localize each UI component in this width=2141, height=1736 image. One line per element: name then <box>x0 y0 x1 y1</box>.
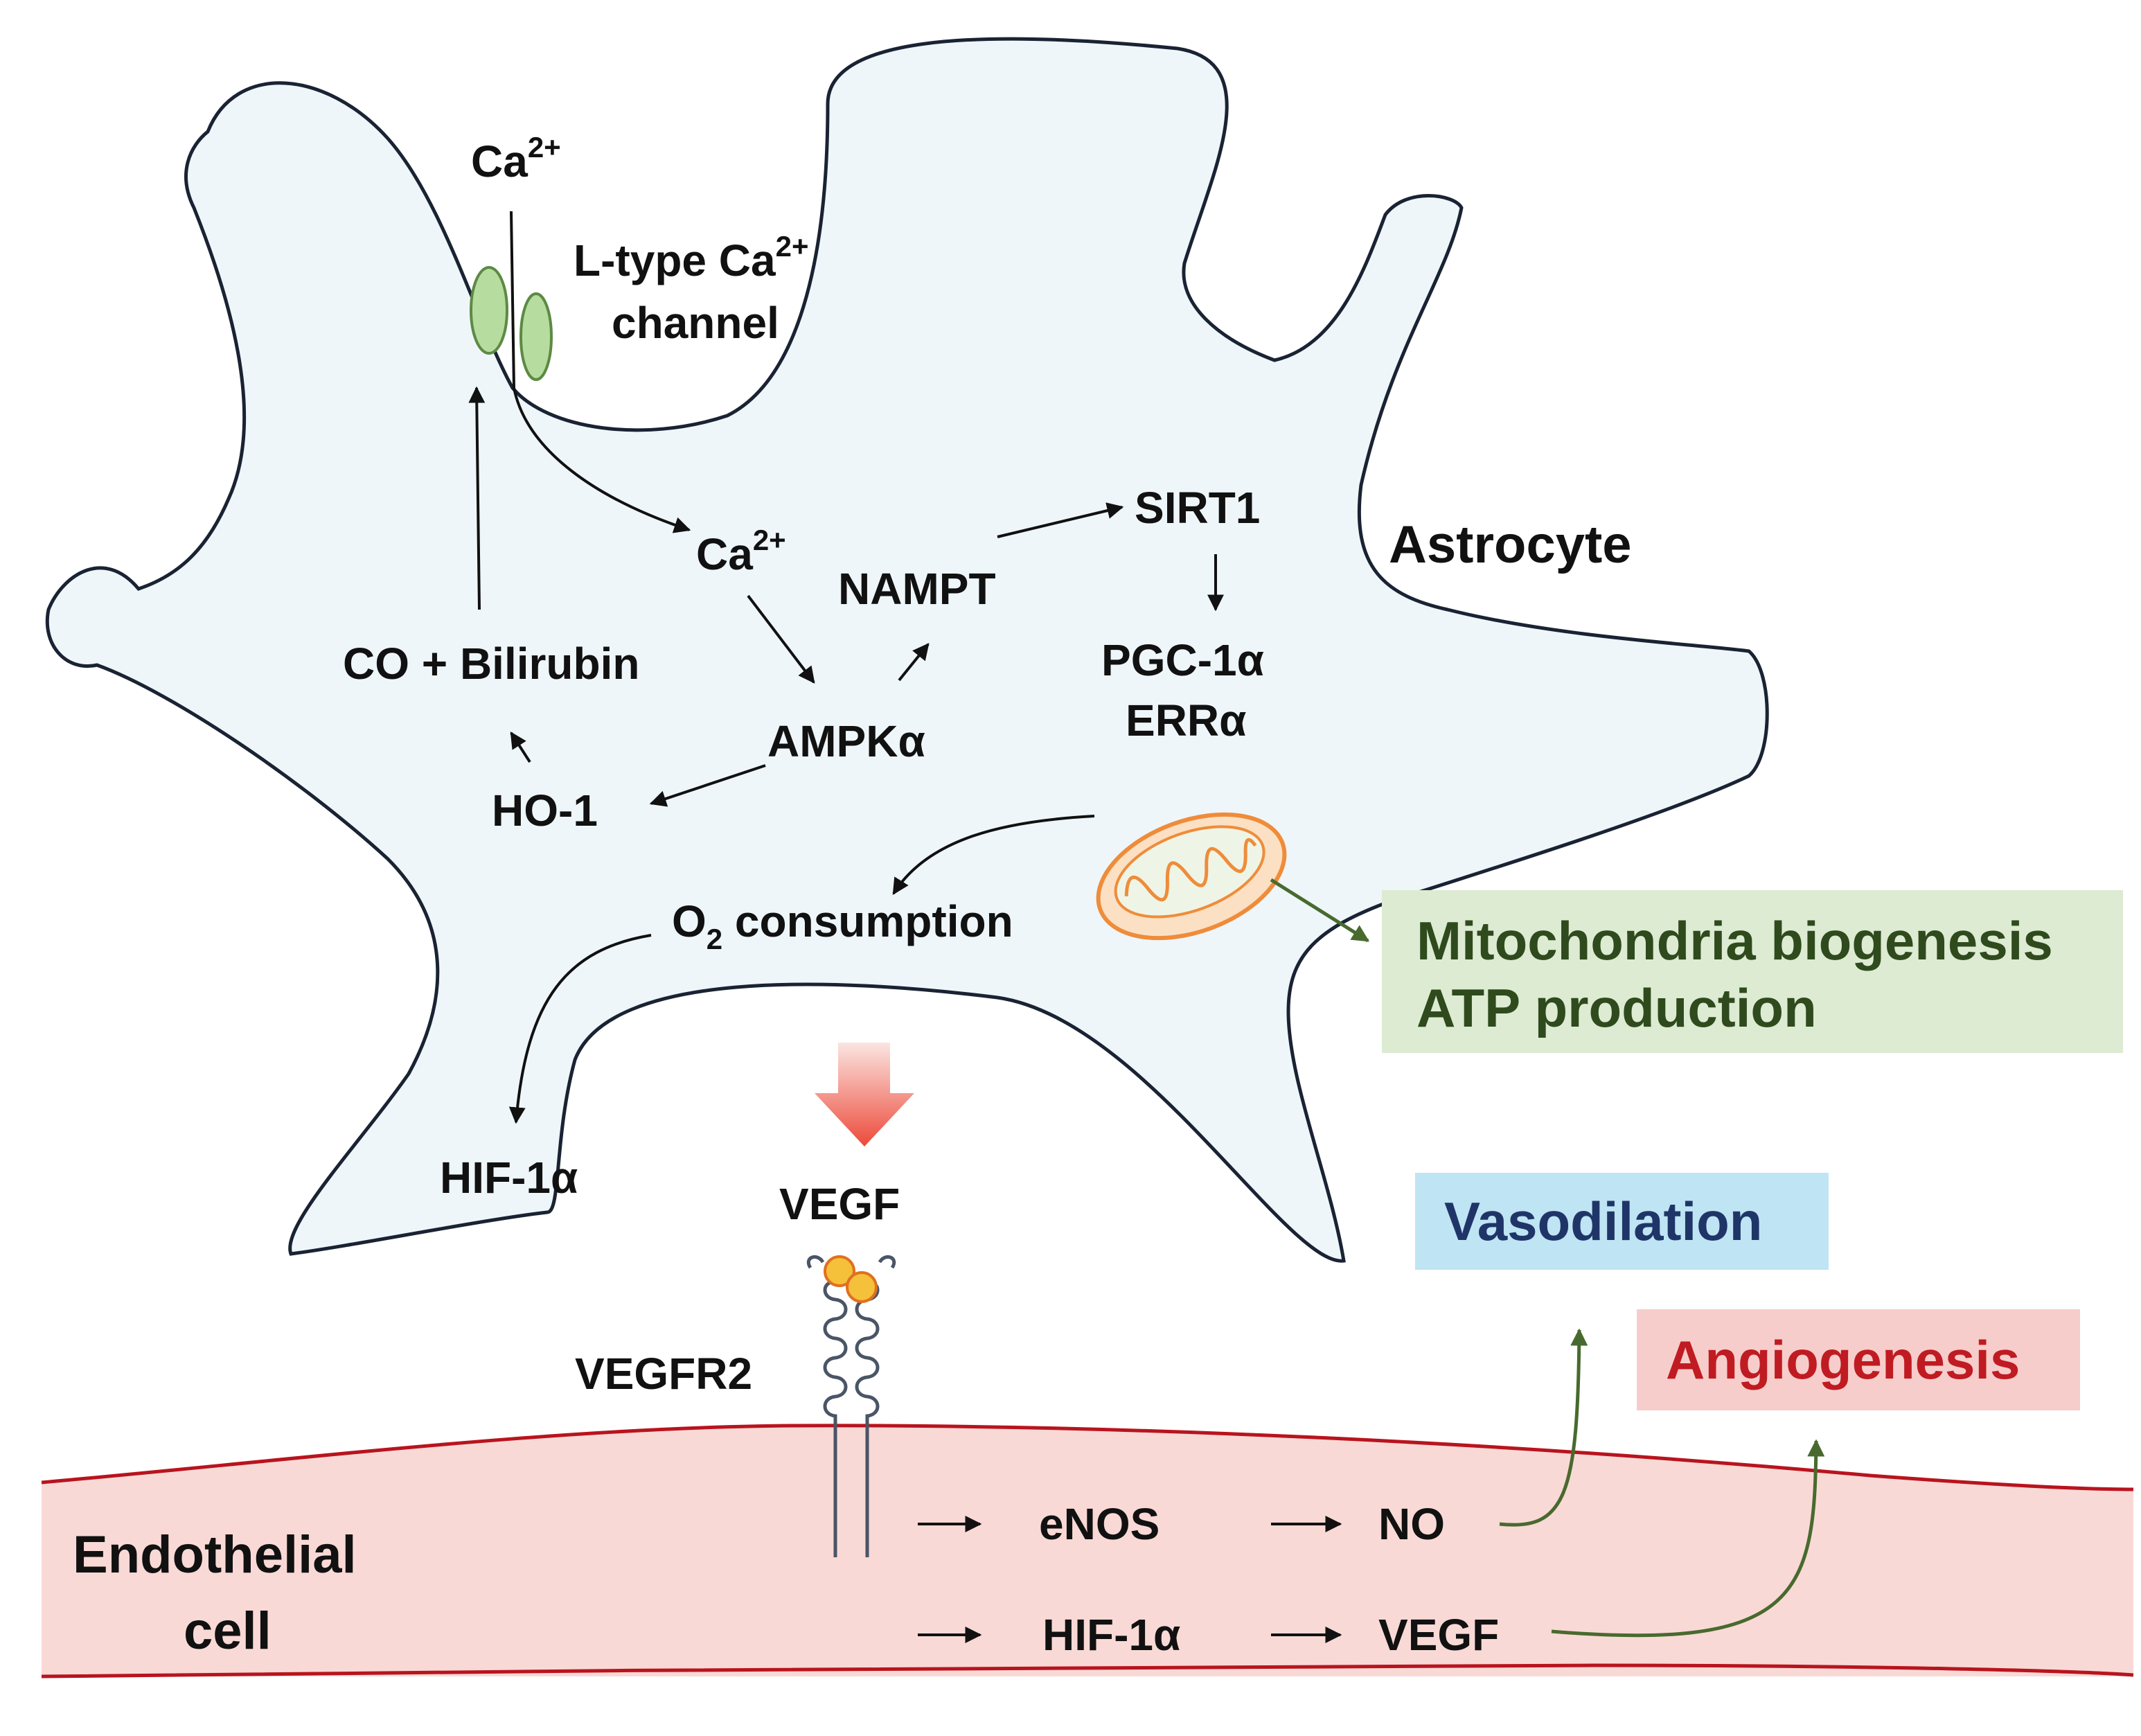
vegf-release-arrow <box>815 1043 914 1146</box>
arrow-ho1-to-co <box>510 731 531 763</box>
angiogenesis-text: Angiogenesis <box>1666 1329 2020 1390</box>
o2-consumption-label: O2 consumption <box>672 896 1013 955</box>
astrocyte-label: Astrocyte <box>1389 515 1632 574</box>
arrow-mito-to-biogenesis <box>1270 878 1370 943</box>
pathway-arrows <box>468 211 1342 1643</box>
endothelial-top-membrane <box>41 1424 2134 1491</box>
channel-label-line1: L-type Ca2+ <box>574 230 808 285</box>
outcome-arrows <box>1270 878 1825 1638</box>
atp-production-text: ATP production <box>1416 977 1817 1038</box>
no-label: NO <box>1378 1499 1445 1549</box>
erra-label: ERRα <box>1126 696 1246 745</box>
vasodilation-box <box>1415 1173 1829 1270</box>
arrow-vegf-to-angiogenesis <box>1551 1439 1825 1638</box>
sirt1-label: SIRT1 <box>1135 483 1260 533</box>
endothelial-bottom-membrane <box>41 1663 2134 1679</box>
channel-left-subunit <box>470 266 508 355</box>
mito-biogenesis-text: Mitochondria biogenesis <box>1416 910 2053 971</box>
arrow-o2-to-hif1a <box>508 934 652 1124</box>
hif1a-endo-label: HIF-1α <box>1042 1610 1180 1660</box>
angiogenesis-box <box>1637 1309 2080 1410</box>
co-bilirubin-label: CO + Bilirubin <box>343 639 639 689</box>
arrow-mito-to-o2 <box>892 815 1095 896</box>
mitochondrion-icon <box>1096 812 1287 941</box>
channel-right-subunit <box>519 292 553 381</box>
arrow-ca-to-ampk <box>747 594 815 684</box>
ca-inside-label: Ca2+ <box>696 524 786 579</box>
vegfr2-label: VEGFR2 <box>575 1349 752 1399</box>
enos-label: eNOS <box>1039 1499 1160 1549</box>
l-type-calcium-channel <box>470 266 553 381</box>
vegf-endo-label: VEGF <box>1378 1610 1499 1660</box>
arrow-ampk-to-ho1 <box>649 764 766 807</box>
endothelial-label-line1: Endothelial <box>73 1525 357 1584</box>
endothelial-cell <box>41 1424 2134 1679</box>
arrow-nampt-to-sirt1 <box>997 502 1124 538</box>
arrow-no-to-vasodilation <box>1499 1328 1588 1527</box>
vegf-ligand-dot-1 <box>824 1255 855 1287</box>
ca-outside-label: Ca2+ <box>471 131 561 186</box>
vegf-ligand-dot-2 <box>846 1271 878 1303</box>
vasodilation-text: Vasodilation <box>1444 1191 1762 1252</box>
channel-label-line2: channel <box>612 298 779 348</box>
nampt-label: NAMPT <box>838 564 996 614</box>
ho1-label: HO-1 <box>492 786 598 835</box>
ampka-label: AMPKα <box>767 716 925 766</box>
arrow-ampk-to-nampt <box>898 643 930 682</box>
hif1a-astrocyte-label: HIF-1α <box>440 1153 578 1203</box>
mito-biogenesis-box <box>1382 890 2123 1053</box>
arrow-co-to-channel <box>468 386 486 610</box>
arrow-ca-influx <box>510 211 691 533</box>
astrocyte-body <box>45 37 1769 1263</box>
endothelial-label-line2: cell <box>184 1602 272 1660</box>
vegf-astrocyte-label: VEGF <box>779 1179 900 1229</box>
pgc1a-label: PGC-1α <box>1101 635 1264 685</box>
